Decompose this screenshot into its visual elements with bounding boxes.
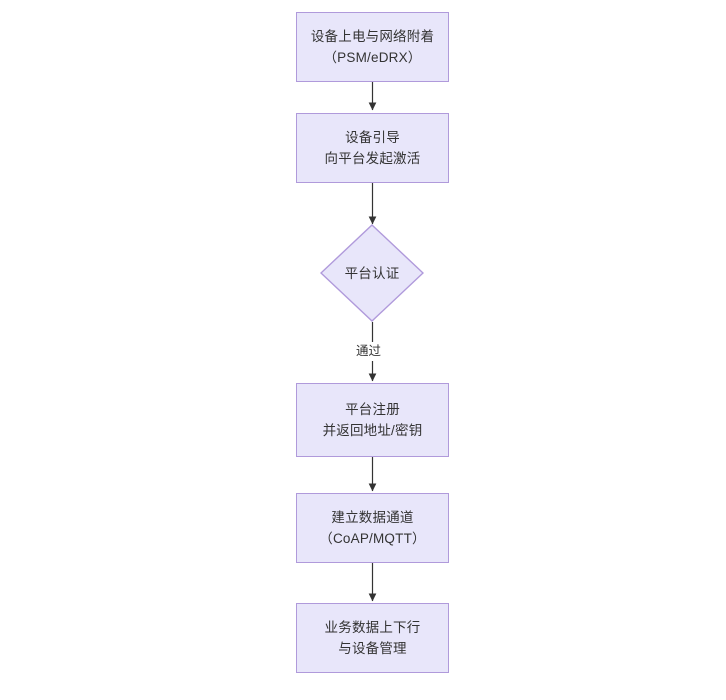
node-device-bootstrap[interactable]: 设备引导 向平台发起激活 [296, 113, 449, 183]
node-line-primary: 建立数据通道 [331, 510, 414, 525]
node-establish-data-channel[interactable]: 建立数据通道 （CoAP/MQTT） [296, 493, 449, 563]
diamond-shape [320, 224, 424, 322]
edge-label-pass: 通过 [353, 342, 385, 361]
node-platform-register[interactable]: 平台注册 并返回地址/密钥 [296, 383, 449, 457]
node-line-primary: 设备上电与网络附着 [310, 29, 435, 44]
node-line-secondary: （PSM/eDRX） [323, 50, 422, 65]
node-line-secondary: （CoAP/MQTT） [319, 531, 426, 546]
node-device-power-on[interactable]: 设备上电与网络附着 （PSM/eDRX） [296, 12, 449, 82]
node-line-primary: 平台认证 [344, 265, 400, 281]
node-business-data-uplink-downlink[interactable]: 业务数据上下行 与设备管理 [296, 603, 449, 673]
node-line-primary: 设备引导 [345, 130, 400, 145]
node-line-secondary: 向平台发起激活 [324, 151, 421, 166]
node-line-secondary: 与设备管理 [338, 641, 407, 656]
node-platform-auth-decision[interactable]: 平台认证 [320, 224, 424, 322]
node-line-secondary: 并返回地址/密钥 [322, 423, 423, 438]
node-line-primary: 业务数据上下行 [324, 620, 421, 635]
node-line-primary: 平台注册 [345, 402, 400, 417]
